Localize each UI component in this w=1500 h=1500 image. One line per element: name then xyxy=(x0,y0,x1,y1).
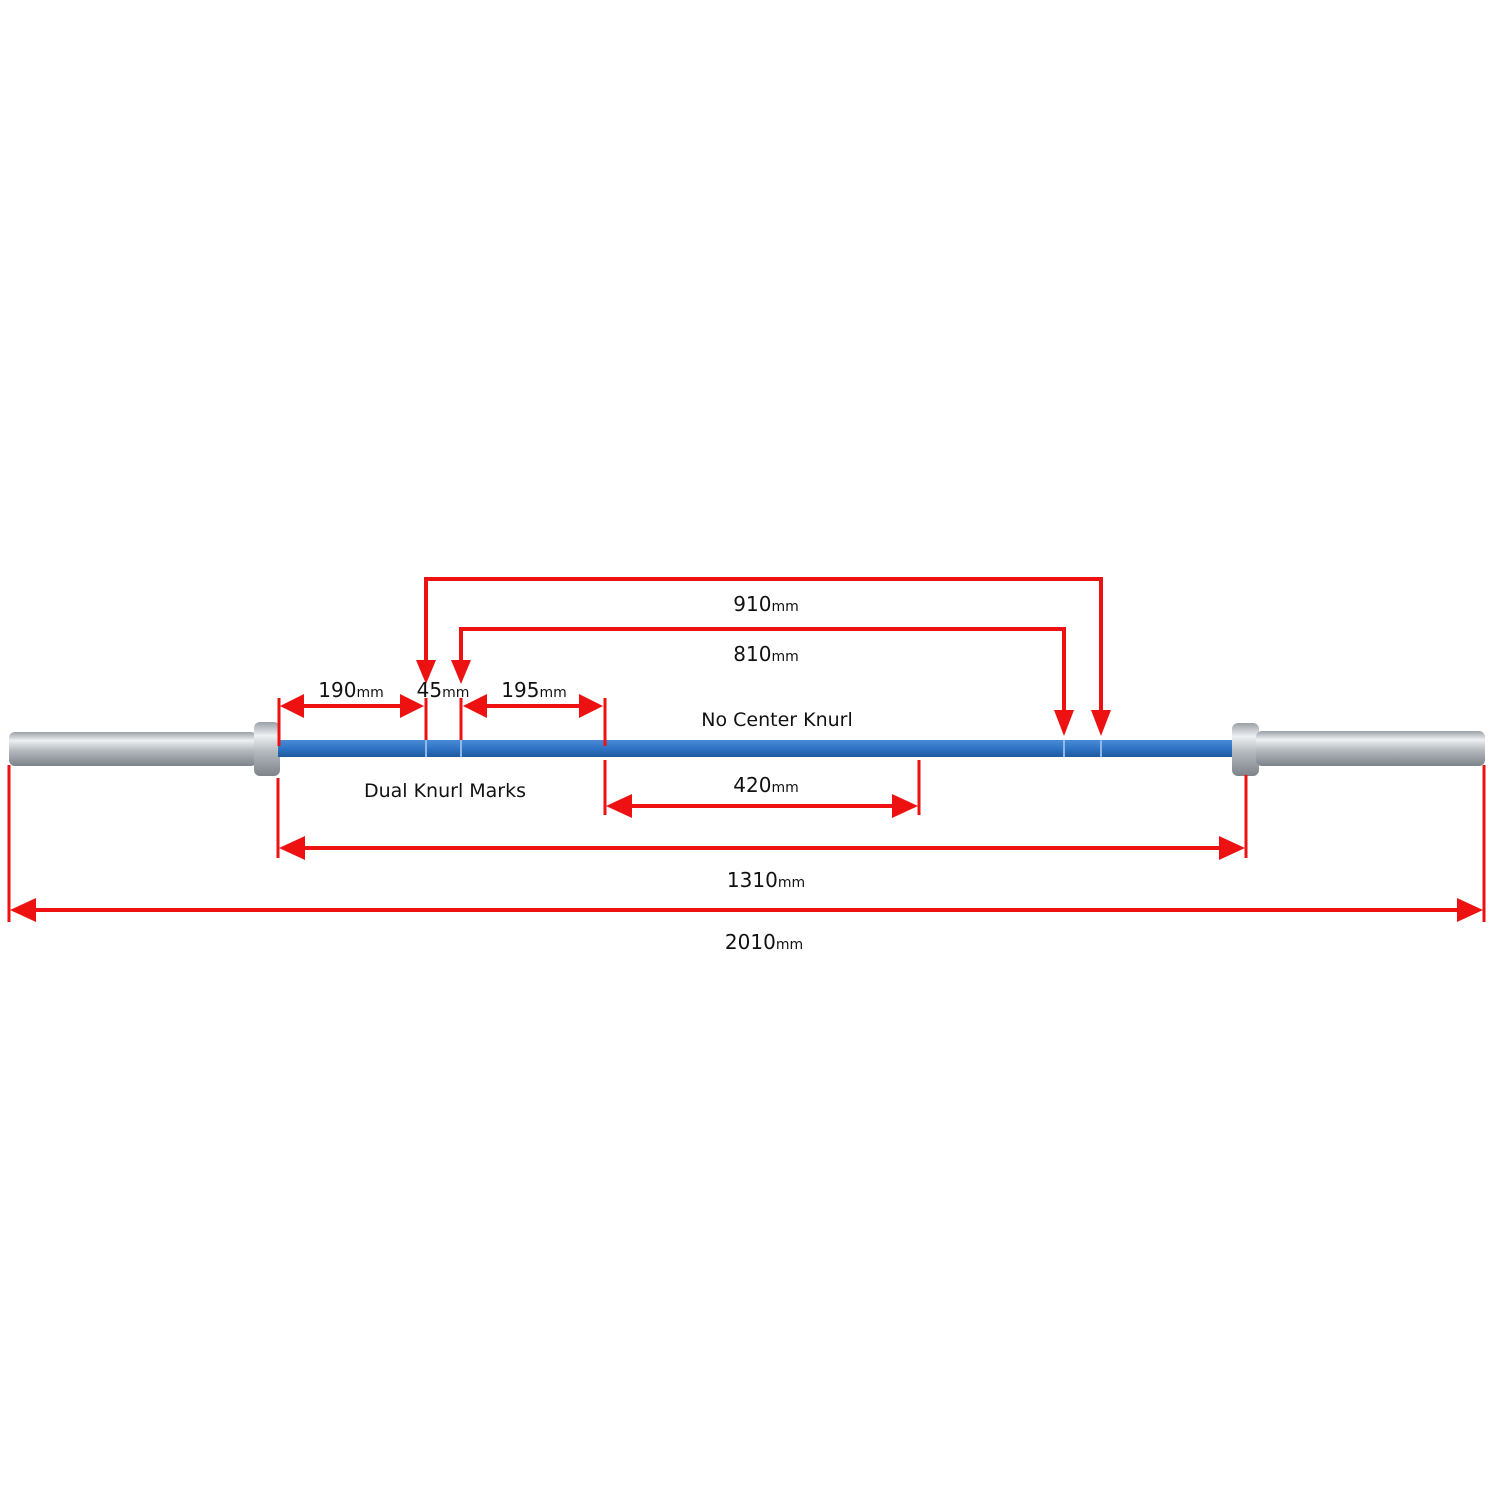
dimension-1310: 1310mm xyxy=(276,775,1248,892)
dimension-910: 910mm xyxy=(416,577,1111,736)
right-collar xyxy=(1232,723,1259,776)
dimension-label-910: 910mm xyxy=(733,592,798,616)
dimension-2010: 2010mm xyxy=(7,765,1486,954)
dimension-label-190: 190mm xyxy=(318,678,383,702)
dimension-knurl-marks: 190mm 45mm 195mm xyxy=(277,678,607,746)
dimension-420: 420mm xyxy=(603,760,921,818)
dimension-label-420: 420mm xyxy=(733,773,798,797)
shaft xyxy=(278,740,1236,757)
dimension-label-2010: 2010mm xyxy=(725,930,803,954)
dual-knurl-marks-label: Dual Knurl Marks xyxy=(364,780,526,802)
no-center-knurl-label: No Center Knurl xyxy=(701,709,853,731)
left-sleeve xyxy=(9,732,257,766)
dimension-label-45: 45mm xyxy=(417,678,470,702)
left-collar xyxy=(254,722,280,776)
dimension-810: 810mm xyxy=(451,627,1074,736)
dimension-label-810: 810mm xyxy=(733,642,798,666)
barbell xyxy=(9,722,1485,776)
right-sleeve xyxy=(1256,731,1485,766)
dimension-label-1310: 1310mm xyxy=(727,868,805,892)
dimension-label-195: 195mm xyxy=(501,678,566,702)
